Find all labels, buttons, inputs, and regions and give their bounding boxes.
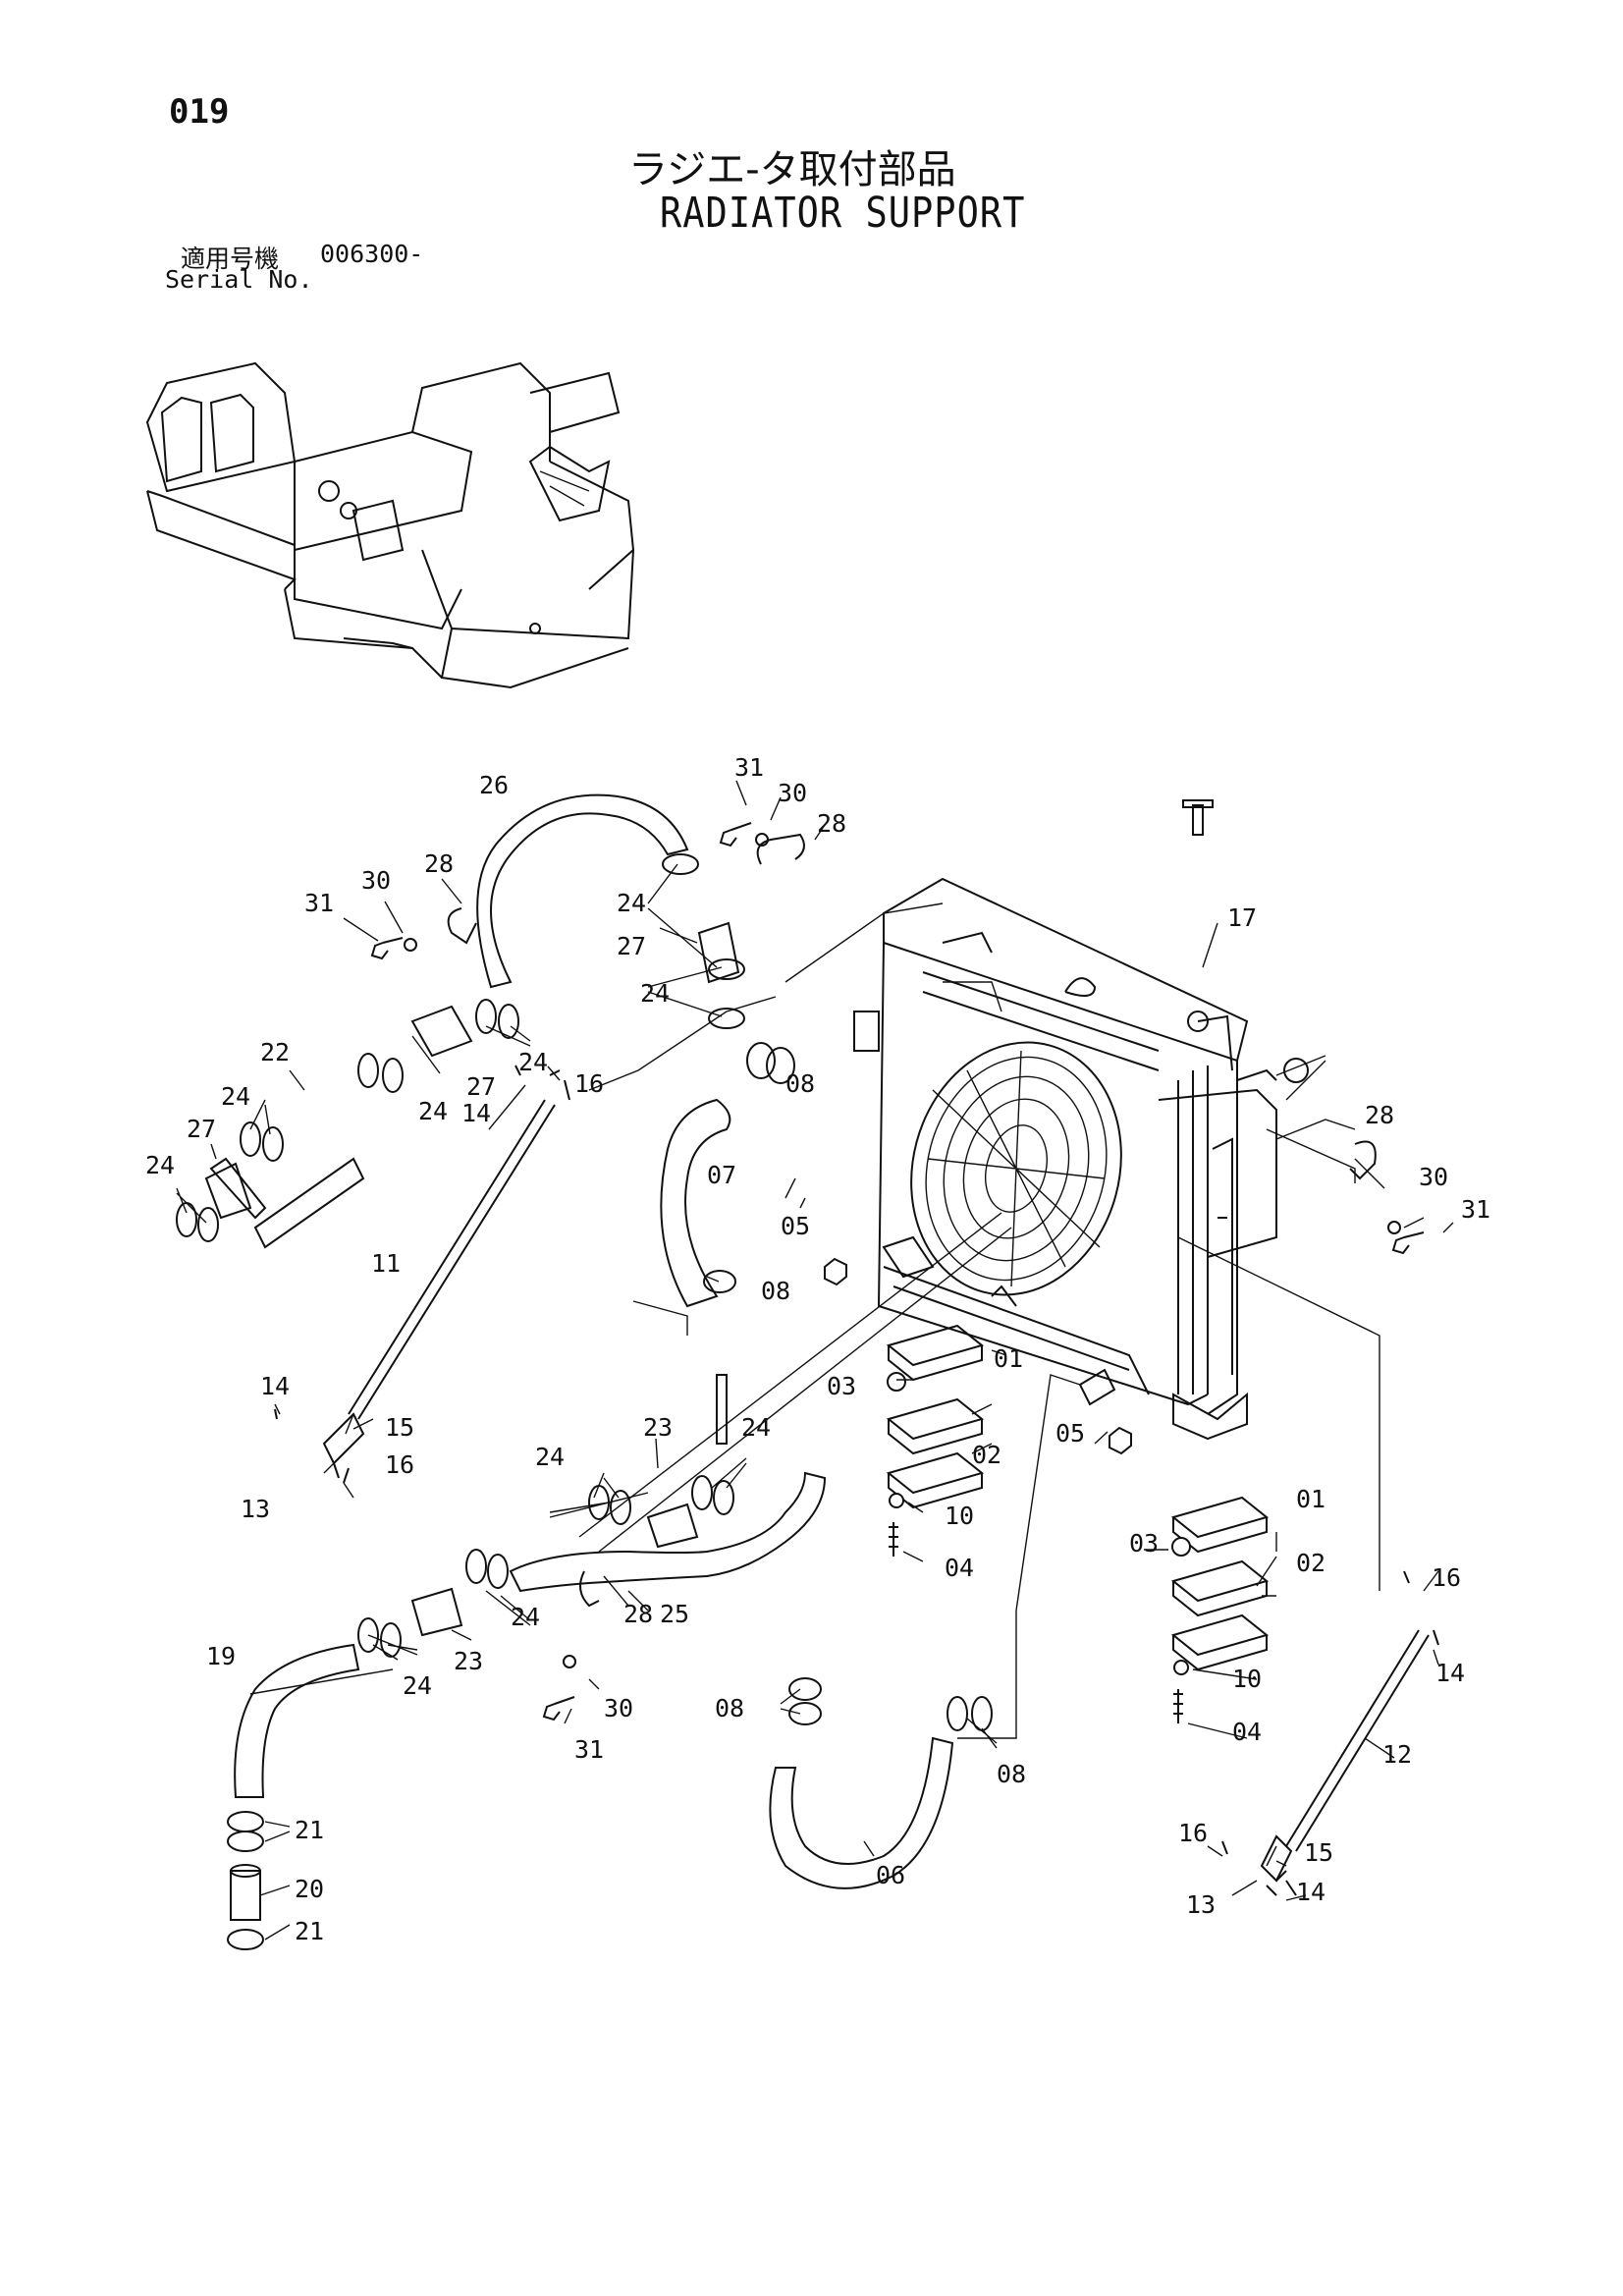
- callout-30: 30: [1419, 1163, 1448, 1191]
- bolts-and-pins: [274, 822, 1439, 1896]
- callout-24: 24: [617, 889, 646, 917]
- callout-23: 23: [643, 1413, 673, 1442]
- callout-16: 16: [1432, 1563, 1461, 1592]
- callout-13: 13: [241, 1495, 270, 1523]
- callout-04: 04: [945, 1554, 974, 1582]
- callout-22: 22: [260, 1038, 290, 1066]
- callout-17: 17: [1227, 903, 1257, 932]
- page-number: 019: [169, 92, 230, 132]
- callout-24: 24: [535, 1443, 565, 1471]
- callout-30: 30: [604, 1694, 633, 1722]
- callout-24: 24: [640, 979, 670, 1008]
- callout-24: 24: [741, 1413, 771, 1442]
- callout-20: 20: [295, 1875, 324, 1903]
- callout-28: 28: [623, 1600, 653, 1628]
- callout-31: 31: [734, 753, 764, 782]
- callout-14: 14: [1435, 1659, 1465, 1687]
- tube-sleeves: [204, 921, 1116, 1921]
- callout-24: 24: [221, 1082, 250, 1111]
- callout-05: 05: [781, 1212, 810, 1240]
- callout-16: 16: [1178, 1819, 1208, 1847]
- callout-14: 14: [461, 1099, 491, 1127]
- callout-08: 08: [997, 1760, 1026, 1788]
- callout-13: 13: [1186, 1890, 1216, 1919]
- callout-03: 03: [1129, 1529, 1159, 1558]
- callout-30: 30: [361, 866, 391, 895]
- callout-15: 15: [1304, 1838, 1333, 1867]
- callout-30: 30: [778, 779, 807, 807]
- callout-24: 24: [511, 1603, 540, 1631]
- callout-08: 08: [785, 1069, 815, 1098]
- callout-04: 04: [1232, 1718, 1262, 1746]
- serial-label-english: Serial No.: [165, 265, 313, 294]
- title-english: RADIATOR SUPPORT: [660, 189, 1026, 238]
- callout-31: 31: [304, 889, 334, 917]
- callout-11: 11: [371, 1249, 401, 1278]
- hose-clamps: [176, 853, 993, 1950]
- callout-14: 14: [260, 1372, 290, 1400]
- callout-10: 10: [945, 1502, 974, 1530]
- callout-02: 02: [1296, 1549, 1325, 1577]
- callout-15: 15: [385, 1413, 414, 1442]
- support-rods: [322, 1099, 1430, 1883]
- callout-27: 27: [466, 1072, 496, 1101]
- hoses: [209, 793, 954, 1889]
- callout-05: 05: [1055, 1419, 1085, 1448]
- title-japanese: ラジエ-タ取付部品: [628, 147, 956, 192]
- callout-06: 06: [876, 1861, 905, 1889]
- part-callouts: 31 30 28 26 28 30 31 24 27 24 24 27 22 2…: [145, 753, 1490, 1945]
- callout-08: 08: [715, 1694, 744, 1722]
- callout-19: 19: [206, 1642, 236, 1670]
- callout-03: 03: [827, 1372, 856, 1400]
- excavator-locator-illustration: [145, 361, 635, 689]
- serial-label-japanese: 適用号機: [181, 245, 280, 273]
- callout-24: 24: [518, 1048, 548, 1076]
- leader-lines: [176, 780, 1454, 1941]
- callout-12: 12: [1382, 1740, 1412, 1769]
- callout-16: 16: [574, 1069, 604, 1098]
- callout-08: 08: [761, 1277, 790, 1305]
- callout-10: 10: [1232, 1665, 1262, 1693]
- callout-26: 26: [479, 771, 509, 799]
- callout-27: 27: [187, 1115, 216, 1143]
- callout-16: 16: [385, 1450, 414, 1479]
- callout-24: 24: [418, 1097, 448, 1125]
- serial-number-value: 006300-: [320, 240, 424, 268]
- callout-31: 31: [574, 1735, 604, 1764]
- callout-27: 27: [617, 932, 646, 960]
- callout-07: 07: [707, 1161, 736, 1189]
- callout-21: 21: [295, 1917, 324, 1945]
- callout-24: 24: [403, 1671, 432, 1700]
- callout-28: 28: [1365, 1101, 1394, 1129]
- callout-28: 28: [424, 849, 454, 878]
- callout-14: 14: [1296, 1878, 1325, 1906]
- callout-21: 21: [295, 1816, 324, 1844]
- callout-31: 31: [1461, 1195, 1490, 1224]
- radiator-assembly: [853, 877, 1309, 1441]
- callout-02: 02: [972, 1441, 1001, 1469]
- callout-28: 28: [817, 809, 846, 838]
- callout-25: 25: [660, 1600, 689, 1628]
- callout-01: 01: [994, 1344, 1023, 1373]
- callout-01: 01: [1296, 1485, 1325, 1513]
- callout-23: 23: [454, 1647, 483, 1675]
- callout-24: 24: [145, 1151, 175, 1179]
